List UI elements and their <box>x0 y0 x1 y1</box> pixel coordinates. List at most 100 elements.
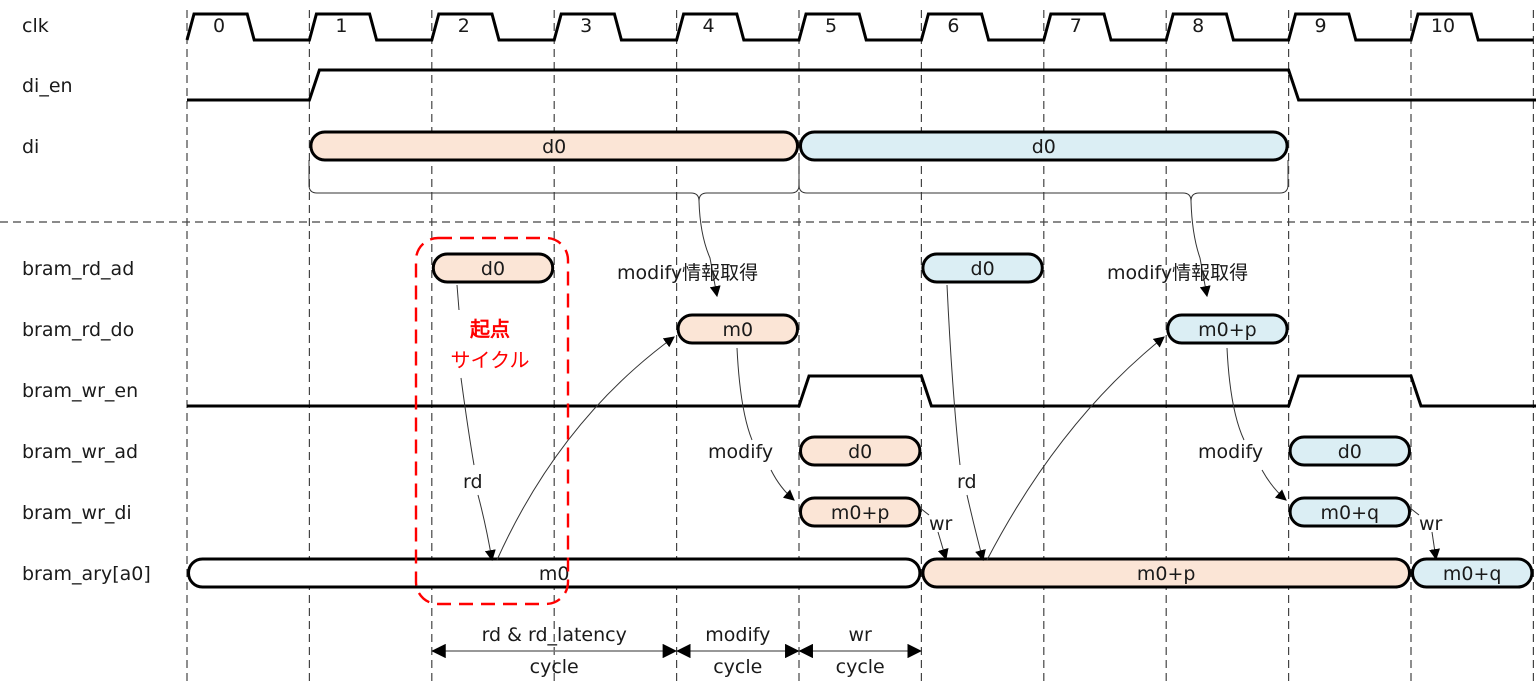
arrow-modify-1b <box>770 469 795 501</box>
annotation-modify-info-2: modify情報取得 <box>1107 262 1248 284</box>
bus-segment-di: d0 <box>309 130 799 162</box>
dimension-marker: wr cycle <box>798 624 922 678</box>
signal-label-bram-rd-ad: bram_rd_ad <box>22 258 134 280</box>
signal-label-bram-ary: bram_ary[a0] <box>22 563 151 585</box>
annotation-modify-info-1: modify情報取得 <box>617 262 758 284</box>
bus-values: d0 d0 d0 d0 m0 m0+p d0 d0 m0+p m0+q m0 m0+p m0+q <box>187 130 1534 589</box>
cycle-number: 8 <box>1192 15 1204 37</box>
bus-value-label: d0 <box>848 441 872 463</box>
bus-shape <box>1166 313 1289 345</box>
start-cycle-label-line2: サイクル <box>451 348 530 372</box>
dimension-label-bottom: cycle <box>530 656 579 678</box>
bus-segment-bram-rd-ad: d0 <box>921 252 1044 284</box>
clk-waveform <box>185 12 1534 42</box>
start-cycle-label-line1: 起点 <box>469 317 510 341</box>
arrow-modify-info-2 <box>1190 200 1211 298</box>
annotation-rd-2: rd <box>957 471 977 493</box>
annotation-wr-1: wr <box>929 513 953 535</box>
bus-shape <box>676 313 799 345</box>
annotation-rd-1: rd <box>463 471 483 493</box>
bus-shape <box>921 252 1044 284</box>
cycle-number: 6 <box>947 15 959 37</box>
signal-label-bram-wr-di: bram_wr_di <box>22 502 132 524</box>
signal-label-clk: clk <box>22 15 49 37</box>
bus-shape <box>431 252 555 284</box>
arrow-modify-info-1 <box>698 200 721 298</box>
bus-segment-bram-wr-di: m0+p <box>799 496 922 528</box>
signal-label-bram-wr-ad: bram_wr_ad <box>22 441 138 463</box>
bus-segment-bram-ary: m0+q <box>1411 557 1534 589</box>
bus-segment-bram-wr-di: m0+q <box>1288 496 1411 528</box>
dimension-label-bottom: cycle <box>836 656 885 678</box>
cycle-number: 1 <box>335 15 347 37</box>
bus-shape <box>799 435 922 467</box>
annotations: modify情報取得 modify情報取得 rd rd modify modif… <box>463 262 1443 535</box>
start-cycle-box <box>414 236 570 606</box>
cycle-number: 3 <box>580 15 592 37</box>
arrow-rd-1c <box>477 494 496 562</box>
bus-segment-bram-rd-do: m0 <box>676 313 799 345</box>
bus-value-label: d0 <box>481 258 505 280</box>
dimension-label-bottom: cycle <box>713 656 762 678</box>
bus-shape <box>1288 496 1411 528</box>
dimension-label-top: wr <box>849 624 873 646</box>
arrow-modify-2b <box>1261 469 1287 501</box>
arrow-rd-1b <box>460 377 475 466</box>
annotation-modify-2: modify <box>1198 441 1263 463</box>
arrow-rd-latency-1 <box>496 336 675 561</box>
bus-segment-bram-ary: m0 <box>187 557 922 589</box>
cycle-number: 2 <box>458 15 470 37</box>
bus-value-label: m0+p <box>831 502 890 524</box>
bus-shape <box>921 557 1412 589</box>
dimension-label-top: rd & rd_latency <box>482 624 627 646</box>
bus-segment-bram-wr-ad: d0 <box>799 435 922 467</box>
cycle-number: 5 <box>825 15 837 37</box>
cycle-number: 9 <box>1315 15 1327 37</box>
arrow-wr-2b <box>1429 531 1440 561</box>
bus-value-label: m0+q <box>1443 563 1502 585</box>
bus-shape <box>187 557 922 589</box>
arrow-wr-1a <box>919 507 930 516</box>
dimension-marker: modify cycle <box>676 624 800 678</box>
bus-shape <box>799 130 1289 162</box>
annotation-wr-2: wr <box>1419 513 1443 535</box>
signal-label-di: di <box>22 136 39 158</box>
bus-value-label: m0 <box>722 319 753 341</box>
bus-segment-bram-ary: m0+p <box>921 557 1412 589</box>
cycle-number: 7 <box>1070 15 1082 37</box>
bus-value-label: m0+q <box>1321 502 1380 524</box>
cycle-number: 4 <box>703 15 715 37</box>
cycle-number: 0 <box>213 15 225 37</box>
start-cycle-highlight: 起点 サイクル <box>414 236 570 606</box>
signal-label-bram-rd-do: bram_rd_do <box>22 319 134 341</box>
arrow-rd-latency-2 <box>986 336 1165 561</box>
bus-shape <box>1411 557 1534 589</box>
bus-value-label: d0 <box>971 258 995 280</box>
bus-value-label: m0+p <box>1137 563 1196 585</box>
arrow-modify-1a <box>736 347 753 441</box>
signal-label-bram-wr-en: bram_wr_en <box>22 380 138 402</box>
arrow-rd-2a <box>946 284 961 466</box>
flow-arrows <box>456 200 1440 562</box>
arrow-modify-2a <box>1226 347 1245 441</box>
arrow-wr-2a <box>1409 507 1420 516</box>
bus-value-label: d0 <box>542 136 566 158</box>
bus-shape <box>309 130 799 162</box>
bus-value-label: m0+p <box>1198 319 1257 341</box>
di-en-waveform <box>187 68 1536 102</box>
dimension-label-top: modify <box>705 624 770 646</box>
bus-segment-bram-rd-ad: d0 <box>431 252 555 284</box>
bus-value-label: d0 <box>1338 441 1362 463</box>
bus-segment-bram-rd-do: m0+p <box>1166 313 1289 345</box>
arrow-rd-1a <box>456 284 460 311</box>
bus-segment-di: d0 <box>799 130 1289 162</box>
bus-value-label: d0 <box>1032 136 1056 158</box>
bus-segment-bram-wr-ad: d0 <box>1288 435 1411 467</box>
annotation-modify-1: modify <box>708 441 773 463</box>
bus-shape <box>1288 435 1411 467</box>
clk-wave-path <box>185 12 1534 42</box>
arrow-rd-2b <box>966 494 986 562</box>
